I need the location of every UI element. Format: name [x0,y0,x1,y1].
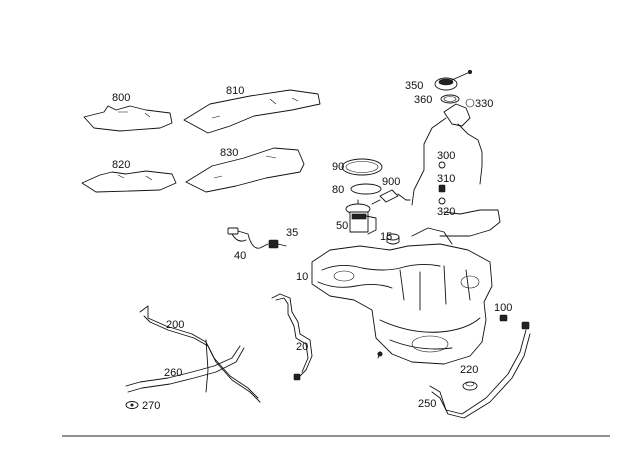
sensor-35[interactable] [268,239,287,249]
connector-900[interactable] [371,189,411,205]
label-360: 360 [414,94,432,106]
strap-250[interactable] [429,321,531,419]
label-80: 80 [332,184,344,196]
seal-ring-360[interactable] [440,94,460,104]
label-100: 100 [494,302,512,314]
part-300[interactable] [438,161,446,169]
insulation-mat-820[interactable] [81,170,177,193]
label-40: 40 [234,250,246,262]
filler-cap-350[interactable] [434,69,473,91]
label-35: 35 [286,227,298,239]
label-250: 250 [418,398,436,410]
part-320[interactable] [438,197,446,205]
label-810: 810 [226,85,244,97]
label-820: 820 [112,159,130,171]
tank-strap-260[interactable] [125,339,245,393]
part-310[interactable] [438,184,446,193]
label-20: 20 [296,341,308,353]
sensor-cable-40[interactable] [227,227,269,249]
label-220: 220 [460,364,478,376]
insulation-mat-800[interactable] [83,105,173,132]
label-10: 10 [296,271,308,283]
part-220[interactable] [462,381,478,391]
label-900: 900 [382,176,400,188]
label-200: 200 [166,319,184,331]
fuel-line-20[interactable] [271,293,313,381]
label-260: 260 [164,367,182,379]
label-300: 300 [437,150,455,162]
label-50: 50 [336,220,348,232]
o-ring-80[interactable] [350,183,382,195]
part-15[interactable] [386,233,400,245]
label-330: 330 [475,98,493,110]
filler-neck-330[interactable] [411,98,483,206]
label-90: 90 [332,161,344,173]
label-350: 350 [405,80,423,92]
gasket-90[interactable] [341,158,383,176]
insulation-mat-830[interactable] [185,147,305,193]
label-270: 270 [142,400,160,412]
tank-strap-200[interactable] [139,305,261,403]
label-320: 320 [437,206,455,218]
fuel-tank-10[interactable] [311,209,501,365]
label-830: 830 [220,147,238,159]
part-100[interactable] [499,314,508,322]
insulation-mat-810[interactable] [183,89,321,134]
pump-module-50[interactable] [345,199,377,235]
label-800: 800 [112,92,130,104]
part-270[interactable] [125,401,139,409]
label-310: 310 [437,173,455,185]
label-15: 15 [380,231,392,243]
